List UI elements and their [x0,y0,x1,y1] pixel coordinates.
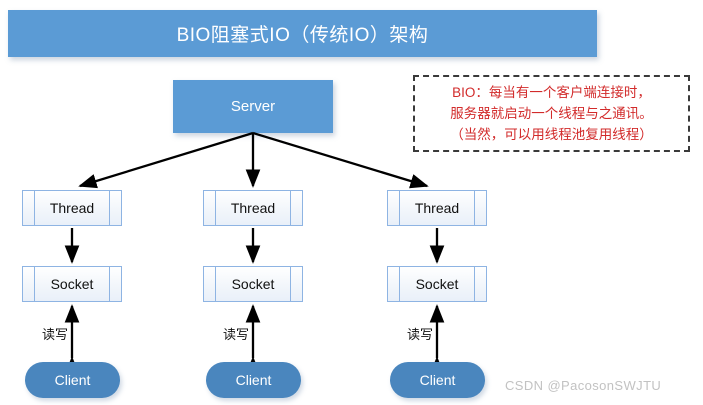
node-client-1: Client [25,362,120,398]
edge-server-to-thread-1 [78,131,254,189]
node-thread-1: Thread [22,190,122,226]
watermark: CSDN @PacosonSWJTU [505,378,662,393]
node-socket-2-label: Socket [231,276,275,292]
node-client-3-label: Client [419,372,456,388]
node-client-3: Client [390,362,485,398]
process-bar-left-icon [399,191,400,225]
edge-server-to-thread-3 [252,131,429,189]
page-title: BIO阻塞式IO（传统IO）架构 [176,25,429,46]
annotation-note-line-2: 服务器就启动一个线程与之通讯。 [450,106,653,121]
node-thread-3: Thread [387,190,487,226]
process-bar-left-icon [215,191,216,225]
node-client-2: Client [206,362,301,398]
process-bar-right-icon [474,267,475,301]
process-bar-right-icon [109,267,110,301]
node-client-1-label: Client [54,372,91,388]
edge-label-readwrite-3: 读写 [407,327,434,342]
node-socket-3-label: Socket [415,276,459,292]
annotation-note-line-1: BIO：每当有一个客户端连接时， [452,85,651,100]
node-socket-1: Socket [22,266,122,302]
edge-label-readwrite-2: 读写 [223,327,250,342]
node-server: Server [173,80,333,133]
node-thread-2-label: Thread [230,200,276,216]
node-thread-3-label: Thread [414,200,460,216]
process-bar-right-icon [290,267,291,301]
diagram-title-banner: BIO阻塞式IO（传统IO）架构 [8,10,597,57]
edge-label-readwrite-1: 读写 [42,327,69,342]
node-client-2-label: Client [235,372,272,388]
process-bar-right-icon [109,191,110,225]
process-bar-left-icon [399,267,400,301]
node-socket-3: Socket [387,266,487,302]
annotation-note-line-3: （当然，可以用线程池复用线程） [450,127,653,142]
node-socket-2: Socket [203,266,303,302]
node-thread-1-label: Thread [49,200,95,216]
node-socket-1-label: Socket [50,276,94,292]
node-server-label: Server [230,98,276,115]
process-bar-left-icon [34,191,35,225]
process-bar-left-icon [34,267,35,301]
process-bar-right-icon [290,191,291,225]
node-thread-2: Thread [203,190,303,226]
process-bar-left-icon [215,267,216,301]
annotation-note: BIO：每当有一个客户端连接时， 服务器就启动一个线程与之通讯。 （当然，可以用… [413,75,690,152]
process-bar-right-icon [474,191,475,225]
